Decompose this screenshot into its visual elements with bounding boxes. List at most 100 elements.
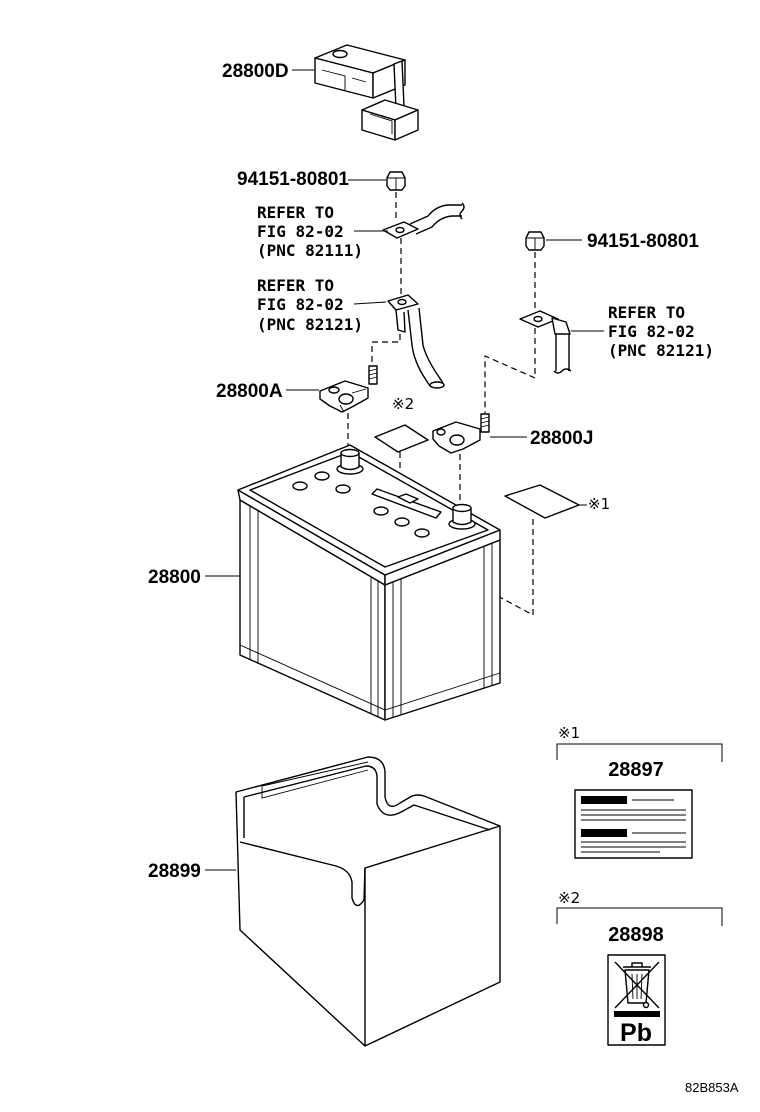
upper-ref-line2: FIG 82-02 bbox=[257, 222, 344, 241]
bin-ribs bbox=[631, 973, 643, 1000]
middle-ref-line1: REFER TO bbox=[257, 276, 334, 295]
legend1-marker: ※1 bbox=[558, 724, 580, 742]
battery-cap bbox=[292, 481, 308, 491]
middle-ref-leader bbox=[353, 301, 387, 305]
right-cable-drawing bbox=[519, 310, 572, 374]
battery-positive-post bbox=[448, 503, 476, 530]
bin-lid bbox=[623, 962, 651, 968]
legend2-part-number: 28898 bbox=[608, 924, 664, 946]
dash-middle-to-bolt bbox=[371, 334, 401, 366]
battery-indicator bbox=[397, 493, 419, 504]
nut-left-facets bbox=[387, 177, 405, 190]
terminal-a-detail bbox=[339, 388, 367, 413]
warning-label-header-top bbox=[581, 796, 627, 804]
part-number-terminal-j: 28800J bbox=[530, 428, 593, 449]
tray-outline bbox=[235, 756, 501, 1047]
battery-cap bbox=[335, 484, 351, 494]
battery-cap bbox=[314, 471, 330, 481]
terminal-j-bolt-thread bbox=[480, 416, 490, 428]
part-number-battery: 28800 bbox=[148, 567, 201, 588]
battery-negative-post bbox=[336, 448, 364, 475]
negative-post-body bbox=[340, 452, 360, 471]
tray-back-rim bbox=[243, 765, 491, 831]
bin-cross bbox=[614, 961, 660, 1009]
battery-top-rim bbox=[249, 451, 489, 568]
legend1-part-number: 28897 bbox=[608, 759, 664, 781]
small-label-drawing bbox=[374, 424, 429, 453]
cover-lower-side bbox=[394, 109, 419, 141]
cover-strap bbox=[393, 60, 405, 110]
terminal-a-drawing bbox=[319, 365, 378, 413]
middle-ref-line2: FIG 82-02 bbox=[257, 295, 344, 314]
upper-cable-drawing bbox=[382, 202, 465, 239]
upper-cable-ring-hole bbox=[395, 226, 405, 234]
battery-bottom-lip bbox=[239, 644, 501, 711]
part-number-terminal-a: 28800A bbox=[216, 381, 283, 402]
battery-drawing bbox=[237, 444, 501, 721]
right-cable-break bbox=[553, 368, 572, 374]
battery-cap bbox=[373, 506, 389, 516]
battery-top-face bbox=[237, 444, 501, 576]
cover-front-detail bbox=[321, 69, 367, 90]
terminal-cover-drawing bbox=[314, 44, 419, 141]
terminal-j-stud bbox=[436, 428, 446, 436]
callout-large-label: ※1 bbox=[588, 495, 610, 513]
middle-ref-line3: (PNC 82121) bbox=[257, 315, 363, 334]
lead-symbol-text: Pb bbox=[620, 1019, 652, 1047]
right-ref-line1: REFER TO bbox=[608, 303, 685, 322]
legend2-marker: ※2 bbox=[558, 889, 580, 907]
middle-cable-drawing bbox=[387, 294, 445, 389]
middle-cable-tab bbox=[395, 309, 406, 333]
cover-top-boss bbox=[332, 49, 348, 59]
upper-cable-wire bbox=[409, 204, 462, 235]
callout-small-label: ※2 bbox=[392, 395, 414, 413]
legend1-bracket bbox=[556, 743, 723, 762]
terminal-a-clamp bbox=[338, 393, 354, 405]
cover-lower-detail bbox=[369, 113, 393, 134]
nut-right-facets bbox=[526, 237, 544, 250]
battery-left-ribs bbox=[249, 506, 379, 717]
bin-bar bbox=[614, 1011, 660, 1017]
crossed-bin-icon bbox=[614, 961, 660, 1017]
recycling-label-drawing: Pb bbox=[607, 954, 666, 1047]
legend2-bracket bbox=[556, 907, 723, 926]
part-number-tray: 28899 bbox=[148, 861, 201, 882]
right-ref-line3: (PNC 82121) bbox=[608, 341, 714, 360]
tray-rim-strip bbox=[261, 761, 369, 799]
middle-cable-end bbox=[429, 381, 445, 389]
large-label-drawing bbox=[504, 484, 580, 519]
part-number-nut-right: 94151-80801 bbox=[587, 231, 699, 252]
positive-post-body bbox=[452, 507, 472, 526]
nut-right-drawing bbox=[525, 231, 545, 251]
upper-ref-line1: REFER TO bbox=[257, 203, 334, 222]
terminal-a-stud bbox=[328, 386, 340, 394]
right-cable-ring-hole bbox=[533, 315, 543, 323]
middle-cable-ring-hole bbox=[397, 298, 407, 306]
dash-large-label-to-battery bbox=[439, 519, 534, 617]
battery-cap bbox=[414, 528, 430, 538]
middle-cable-wire bbox=[407, 307, 444, 387]
battery-vent-strip bbox=[371, 488, 442, 519]
right-ref-line2: FIG 82-02 bbox=[608, 322, 695, 341]
upper-ref-line3: (PNC 82111) bbox=[257, 241, 363, 260]
terminal-a-bolt-thread bbox=[368, 368, 378, 380]
warning-label-header-bottom bbox=[581, 829, 627, 837]
battery-right-ribs bbox=[392, 543, 493, 717]
part-number-nut-left: 94151-80801 bbox=[237, 169, 349, 190]
terminal-j-clamp bbox=[449, 434, 465, 446]
battery-cap bbox=[394, 517, 410, 527]
terminal-j-drawing bbox=[432, 413, 490, 454]
right-cable-wire bbox=[555, 330, 570, 371]
negative-post-top bbox=[340, 448, 360, 458]
warning-label-drawing bbox=[574, 789, 693, 859]
tray-front-edge bbox=[239, 825, 501, 907]
bin-wheel bbox=[642, 1001, 650, 1009]
dash-right-terminal-to-bolt bbox=[484, 328, 536, 413]
nut-left-drawing bbox=[386, 171, 406, 191]
battery-tray-drawing bbox=[235, 756, 501, 1047]
part-number-cover: 28800D bbox=[222, 61, 289, 82]
upper-cable-break bbox=[459, 202, 465, 220]
positive-post-top bbox=[452, 503, 472, 513]
figure-id: 82B853A bbox=[685, 1080, 739, 1095]
